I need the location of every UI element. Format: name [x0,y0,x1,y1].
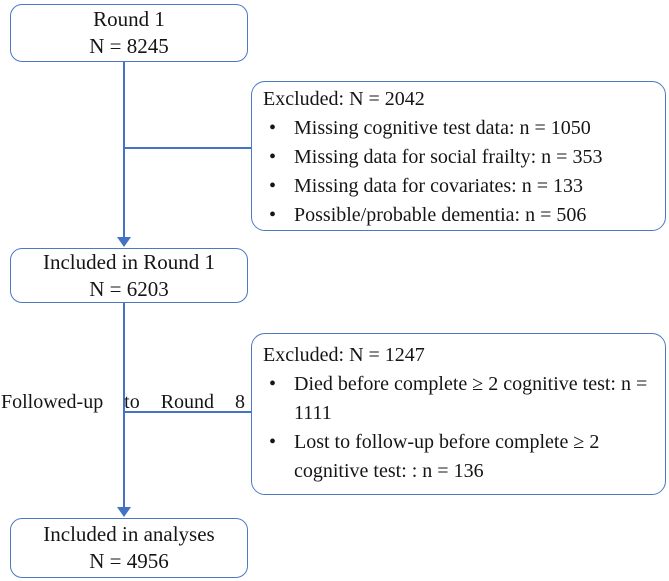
bullet-icon: • [269,204,277,226]
arrow-down-icon-1 [117,237,131,247]
bullet-icon: • [269,431,277,453]
excluded1-item: • Missing cognitive test data: n = 1050 [263,114,657,143]
bullet-icon: • [269,117,277,139]
connector-vertical-2 [123,303,125,508]
connector-vertical-1 [123,62,125,238]
excluded1-list: • Missing cognitive test data: n = 1050 … [263,114,657,230]
flow-box-excluded-round1: Excluded: N = 2042 • Missing cognitive t… [251,81,666,231]
excluded1-item-text: Missing data for covariates: n = 133 [294,175,583,197]
excluded1-title: Excluded: N = 2042 [263,88,425,110]
round1-count: N = 8245 [89,34,169,58]
analyses-title: Included in analyses [43,522,215,546]
included1-count: N = 6203 [89,276,169,301]
flow-box-round1: Round 1 N = 8245 [10,4,248,62]
excluded1-item-text: Possible/probable dementia: n = 506 [294,204,587,226]
excluded2-item-text: Died before complete ≥ 2 cognitive test:… [294,373,648,424]
excluded1-item-text: Missing data for social frailty: n = 353 [294,146,603,168]
excluded1-item: • Missing data for covariates: n = 133 [263,172,657,201]
excluded2-list: • Died before complete ≥ 2 cognitive tes… [263,370,657,486]
flow-box-excluded-followup: Excluded: N = 1247 • Died before complet… [251,333,666,495]
excluded1-item: • Missing data for social frailty: n = 3… [263,143,657,172]
excluded1-item-text: Missing cognitive test data: n = 1050 [294,117,591,139]
bullet-icon: • [269,146,277,168]
connector-branch-1 [123,147,251,149]
bullet-icon: • [269,373,277,395]
arrow-down-icon-2 [117,507,131,517]
included1-title: Included in Round 1 [42,249,216,274]
excluded1-item: • Possible/probable dementia: n = 506 [263,201,657,230]
analyses-count: N = 4956 [89,549,169,573]
round1-title: Round 1 [93,7,165,31]
connector-branch-2 [123,411,251,413]
excluded2-item-text: Lost to follow-up before complete ≥ 2 co… [294,431,600,482]
flow-box-included-analyses: Included in analyses N = 4956 [10,518,248,578]
bullet-icon: • [269,175,277,197]
excluded2-title: Excluded: N = 1247 [263,344,425,366]
followup-edge-label: Followed-up to Round 8 [1,391,245,413]
flow-box-included-round1: Included in Round 1 N = 6203 [10,248,248,303]
excluded2-item: • Lost to follow-up before complete ≥ 2 … [263,428,657,486]
excluded2-item: • Died before complete ≥ 2 cognitive tes… [263,370,657,428]
